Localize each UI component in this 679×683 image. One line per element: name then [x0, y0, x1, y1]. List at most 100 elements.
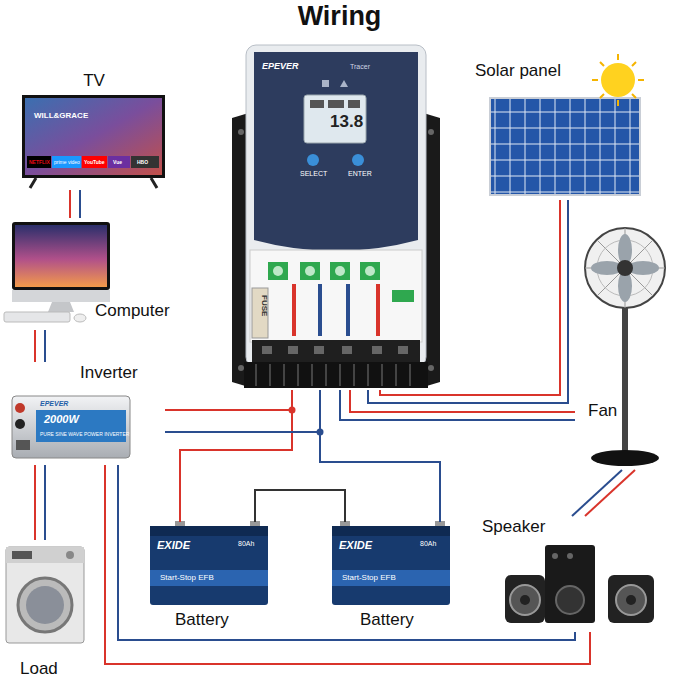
speaker-illustration [552, 553, 558, 559]
inverter-illustration [12, 396, 130, 458]
charge-controller [307, 154, 319, 166]
charge-controller [252, 288, 268, 338]
wire [320, 390, 440, 522]
screen-text: WILL&GRACE [34, 112, 88, 120]
charge-controller [252, 340, 420, 362]
tv-illustration [131, 156, 159, 168]
charge-controller [238, 129, 244, 135]
diagram-title: Wiring [0, 3, 679, 30]
charge-controller [428, 365, 434, 371]
charge-controller [273, 266, 283, 276]
brand-logo: EPEVER [40, 400, 68, 407]
battery-illustration [150, 526, 268, 605]
inverter-illustration [16, 440, 30, 450]
washer-illustration [18, 578, 72, 632]
charge-controller [246, 45, 426, 367]
speaker-illustration [626, 595, 636, 605]
charge-controller [244, 362, 428, 388]
device-label: Computer [95, 302, 170, 319]
speaker-illustration [545, 545, 595, 623]
device-text: Tracer [350, 63, 370, 70]
device-label: Fan [588, 402, 617, 419]
speaker-illustration [505, 545, 654, 623]
charge-controller [292, 284, 296, 336]
speaker-illustration [510, 585, 540, 615]
device-text: ENTER [348, 170, 372, 177]
computer-illustration [4, 312, 70, 322]
device-label: Inverter [80, 364, 138, 381]
tv-illustration [25, 98, 162, 175]
wire-connector [572, 470, 635, 516]
battery-illustration [332, 521, 450, 605]
fan-illustration [585, 228, 665, 308]
wire-connector [35, 465, 45, 540]
computer-illustration [12, 222, 110, 290]
wire [79, 190, 81, 218]
charge-controller [256, 364, 410, 386]
charge-controller [254, 52, 418, 251]
charge-controller [352, 154, 364, 166]
battery-illustration [332, 570, 450, 586]
fan-illustration [591, 450, 659, 466]
battery-capacity: 80Ah [420, 540, 436, 547]
device-text: 13.8 [330, 113, 363, 130]
battery-illustration [332, 526, 450, 605]
charge-controller [288, 346, 298, 354]
inverter-illustration [12, 396, 130, 458]
computer-illustration [74, 314, 86, 322]
wire-connector [105, 465, 590, 664]
washer-illustration [66, 551, 74, 559]
wire [34, 330, 36, 362]
wire [34, 465, 36, 540]
charge-controller: EPEVER Tracer 13.8SELECT ENTER [232, 45, 440, 390]
wire [165, 390, 292, 410]
charge-controller [305, 266, 315, 276]
device-text: EXIDE [157, 540, 190, 551]
washer-illustration [6, 547, 84, 563]
fuse-label: FUSE [260, 295, 268, 316]
tv-device: TV [18, 68, 170, 190]
charge-controller [428, 129, 434, 135]
tv-illustration [82, 156, 107, 168]
device-text: 2000W [44, 414, 79, 425]
wire [380, 200, 560, 395]
washer-load: Load [2, 540, 92, 682]
washer-illustration [26, 586, 64, 624]
tv-illustration [30, 178, 157, 188]
battery-illustration [150, 570, 268, 586]
computer-illustration [12, 290, 110, 302]
device-text: SELECT [300, 170, 327, 177]
tv-illustration [108, 156, 130, 168]
charge-controller [232, 45, 440, 388]
inverter-device: Inverter 2000W [5, 362, 165, 465]
battery-capacity: 80Ah [238, 540, 254, 547]
wire [585, 470, 635, 516]
charge-controller [318, 284, 322, 336]
speaker-illustration [608, 575, 654, 623]
app-tile-text: prime video [54, 160, 80, 165]
fan-illustration [585, 228, 665, 308]
charge-controller [376, 284, 380, 336]
washer-illustration [12, 551, 32, 559]
wire [105, 465, 590, 664]
computer-device: Computer [5, 218, 195, 330]
battery-illustration [150, 521, 268, 605]
washer-illustration [6, 547, 84, 643]
device-label: Battery [360, 611, 414, 628]
washer-illustration [6, 547, 84, 643]
wire-connector [35, 330, 45, 362]
wire [340, 390, 575, 420]
charge-controller [398, 346, 408, 354]
charge-controller [262, 346, 272, 354]
app-tile-text: NETFLIX [29, 160, 50, 165]
device-label: Battery [175, 611, 229, 628]
charge-controller [392, 290, 414, 302]
battery-illustration [150, 526, 268, 536]
charge-controller [322, 80, 329, 87]
solar-panel-illustration [601, 63, 635, 97]
charge-controller [304, 95, 366, 143]
wire-connector [340, 390, 575, 420]
device-label: EPEVER [262, 62, 299, 71]
charge-controller [348, 100, 360, 108]
